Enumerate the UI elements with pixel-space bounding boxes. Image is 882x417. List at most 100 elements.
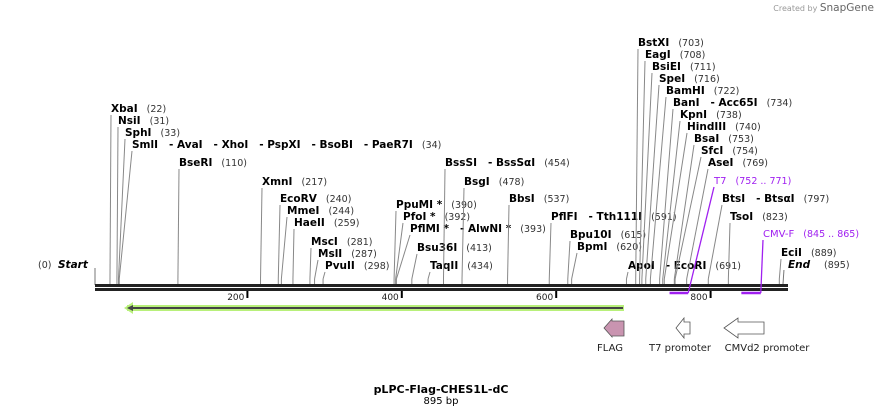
- enzyme-position: (478): [490, 177, 525, 188]
- primer-range: (845 .. 865): [794, 229, 859, 240]
- enzyme-site-line: [309, 247, 312, 280]
- enzyme-position: (722): [705, 86, 740, 97]
- enzyme-name: - AlwNI *: [449, 223, 512, 235]
- enzyme-position: (889): [802, 248, 837, 259]
- enzyme-site-line: [277, 204, 281, 280]
- enzyme-position: (591): [642, 212, 677, 223]
- enzyme-site-line: [662, 120, 681, 280]
- ruler-tick-label: 600: [536, 293, 553, 303]
- enzyme-label: Bsu36I (413): [417, 242, 492, 254]
- enzyme-site-line: [673, 144, 695, 280]
- enzyme-label: BpmI (620): [577, 241, 642, 253]
- primer-leader-line: [760, 239, 764, 294]
- enzyme-label: BssSI - BssSαI (454): [445, 157, 570, 169]
- enzyme-site-line: [292, 228, 295, 280]
- end-position: (895): [824, 260, 850, 271]
- enzyme-label: EcoRV (240): [280, 193, 351, 205]
- enzyme-label: PflFI - Tth111I (591): [551, 211, 677, 223]
- cmvd2-promoter-arrow: [723, 317, 765, 339]
- enzyme-label: SpeI (716): [659, 73, 720, 85]
- enzyme-label: MscI (281): [311, 236, 372, 248]
- primer-range: (752 .. 771): [726, 176, 791, 187]
- enzyme-name: - XhoI: [203, 139, 249, 151]
- enzyme-label: PflMI * - AlwNI * (393): [410, 223, 546, 235]
- enzyme-site-line: [635, 48, 639, 280]
- backbone-top-strand: [95, 284, 788, 287]
- enzyme-site-line: [393, 210, 397, 280]
- enzyme-position: (691): [706, 261, 741, 272]
- enzyme-name: - BssSαI: [477, 157, 535, 169]
- backbone-bottom-strand: [95, 288, 788, 291]
- enzyme-site-line: [109, 114, 112, 280]
- enzyme-position: (769): [733, 158, 768, 169]
- enzyme-label: TaqII (434): [430, 260, 493, 272]
- end-label: End: [788, 259, 811, 271]
- enzyme-label: ApoI - EcoRI (691): [628, 260, 741, 272]
- enzyme-position: (298): [355, 261, 390, 272]
- enzyme-name: ApoI: [628, 260, 655, 272]
- enzyme-position: (281): [338, 237, 373, 248]
- enzyme-label: NsiI (31): [118, 115, 169, 127]
- enzyme-label: BbsI (537): [509, 193, 569, 205]
- enzyme-name: PflFI: [551, 211, 578, 223]
- enzyme-position: (753): [719, 134, 754, 145]
- enzyme-site-line: [117, 138, 126, 280]
- enzyme-position: (413): [457, 243, 492, 254]
- enzyme-name: HaeII: [294, 217, 325, 229]
- enzyme-position: (240): [317, 194, 352, 205]
- t7-promoter-arrow: [675, 316, 691, 340]
- enzyme-label: SfcI (754): [701, 145, 758, 157]
- enzyme-name: NsiI: [118, 115, 141, 127]
- enzyme-site-line: [727, 222, 731, 280]
- enzyme-name: - Tth111I: [578, 211, 642, 223]
- enzyme-name: BanI: [673, 97, 699, 109]
- enzyme-name: EagI: [645, 49, 671, 61]
- enzyme-label: BstXI (703): [638, 37, 704, 49]
- enzyme-position: (708): [671, 50, 706, 61]
- enzyme-position: (740): [726, 122, 761, 133]
- enzyme-name: KpnI: [680, 109, 707, 121]
- enzyme-site-line: [645, 84, 660, 280]
- enzyme-name: Bpu10I: [570, 229, 612, 241]
- enzyme-position: (390): [442, 200, 477, 211]
- enzyme-label: SmlI - AvaI - XhoI - PspXI - BsoBI - Pae…: [132, 139, 441, 151]
- flag-feature-arrow: [603, 317, 625, 339]
- enzyme-position: (287): [342, 249, 377, 260]
- enzyme-site-line: [639, 60, 646, 280]
- ruler-tick-label: 800: [690, 293, 707, 303]
- enzyme-label: PvuII (298): [325, 260, 389, 272]
- enzyme-position: (711): [681, 62, 716, 73]
- enzyme-site-line: [322, 271, 326, 280]
- enzyme-label: BtsI - BtsαI (797): [722, 193, 829, 205]
- enzyme-label: MslI (287): [318, 248, 377, 260]
- enzyme-label: HindIII (740): [687, 121, 761, 133]
- enzyme-name: BbsI: [509, 193, 535, 205]
- feature-label: T7 promoter: [648, 343, 712, 354]
- enzyme-site-line: [507, 204, 510, 280]
- enzyme-site-line: [118, 150, 133, 280]
- enzyme-position: (31): [141, 116, 170, 127]
- enzyme-name: MslI: [318, 248, 342, 260]
- feature-label: FLAG: [597, 343, 623, 354]
- enzyme-name: - PspXI: [248, 139, 300, 151]
- enzyme-site-line: [461, 187, 465, 280]
- enzyme-name: - Acc65I: [699, 97, 757, 109]
- enzyme-label: BamHI (722): [666, 85, 739, 97]
- enzyme-position: (738): [707, 110, 742, 121]
- enzyme-name: EciI: [781, 247, 802, 259]
- snapgene-logo: Created by SnapGene: [773, 2, 874, 14]
- enzyme-name: BsaI: [694, 133, 719, 145]
- enzyme-name: SphI: [125, 127, 151, 139]
- sequence-length: 895 bp: [423, 396, 459, 407]
- enzyme-name: BpmI: [577, 241, 607, 253]
- enzyme-position: (716): [685, 74, 720, 85]
- enzyme-position: (620): [607, 242, 642, 253]
- enzyme-position: (703): [669, 38, 704, 49]
- enzyme-site-line: [260, 187, 263, 280]
- enzyme-name: HindIII: [687, 121, 726, 133]
- enzyme-label: EciI (889): [781, 247, 837, 259]
- enzyme-name: - AvaI: [158, 139, 203, 151]
- enzyme-site-line: [641, 72, 653, 280]
- enzyme-position: (392): [436, 212, 471, 223]
